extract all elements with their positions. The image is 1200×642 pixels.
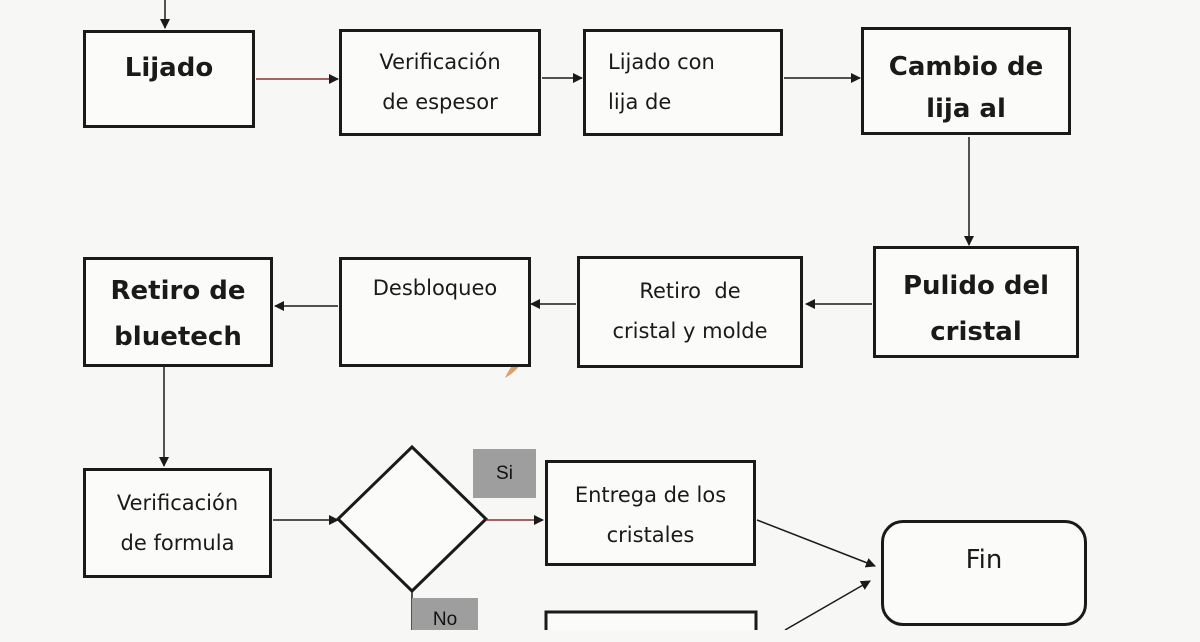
- node-lijado-line-1: Lijado: [124, 53, 214, 83]
- node-lijado-con-lija-line-2: lija de: [608, 90, 672, 114]
- node-retiro-cristal-line-1: Retiro de: [639, 279, 741, 303]
- arrow-lower-to-fin: [784, 580, 871, 630]
- node-verificacion-espesor-line-1: Verificación: [379, 50, 501, 74]
- node-pulido-del-cristal: Pulido del cristal: [873, 246, 1079, 358]
- node-cambio-de-lija-line-2: lija al: [926, 94, 1006, 124]
- node-cambio-de-lija-line-1: Cambio de: [888, 52, 1044, 82]
- node-pulido-line-2: cristal: [930, 317, 1022, 347]
- decision-yes-label: Si: [473, 449, 536, 498]
- partial-box-bottom: [544, 610, 758, 630]
- node-lijado-con-lija-line-1: Lijado con: [608, 50, 715, 74]
- node-retiro-bluetech-line-2: bluetech: [114, 322, 242, 352]
- arrow-entrega-to-fin: [756, 519, 876, 568]
- node-fin-line-1: Fin: [965, 545, 1003, 575]
- node-verificacion-formula-line-2: de formula: [120, 531, 235, 555]
- node-lijado-con-lija: Lijado con lija de: [583, 29, 783, 136]
- node-desbloqueo: Desbloqueo: [339, 257, 531, 367]
- node-retiro-de-bluetech: Retiro de bluetech: [83, 257, 273, 367]
- node-retiro-cristal-line-2: cristal y molde: [612, 319, 768, 343]
- node-verificacion-espesor-line-2: de espesor: [382, 90, 498, 114]
- node-verificacion-formula-line-1: Verificación: [116, 491, 239, 515]
- node-desbloqueo-line-1: Desbloqueo: [372, 276, 498, 300]
- node-verificacion-formula: Verificación de formula: [83, 468, 272, 578]
- node-entrega-line-2: cristales: [606, 523, 695, 547]
- node-pulido-line-1: Pulido del: [902, 271, 1050, 301]
- node-entrega-cristales: Entrega de los cristales: [545, 460, 756, 566]
- decision-diamond: [335, 444, 489, 594]
- node-verificacion-espesor: Verificación de espesor: [339, 29, 541, 136]
- decision-no-label: No: [412, 598, 478, 630]
- node-fin: Fin: [881, 520, 1087, 626]
- node-retiro-cristal-molde: Retiro de cristal y molde: [577, 256, 803, 368]
- node-retiro-bluetech-line-1: Retiro de: [110, 276, 246, 306]
- node-cambio-de-lija: Cambio de lija al: [861, 27, 1071, 135]
- node-lijado: Lijado: [83, 30, 255, 128]
- node-entrega-line-1: Entrega de los: [574, 483, 727, 507]
